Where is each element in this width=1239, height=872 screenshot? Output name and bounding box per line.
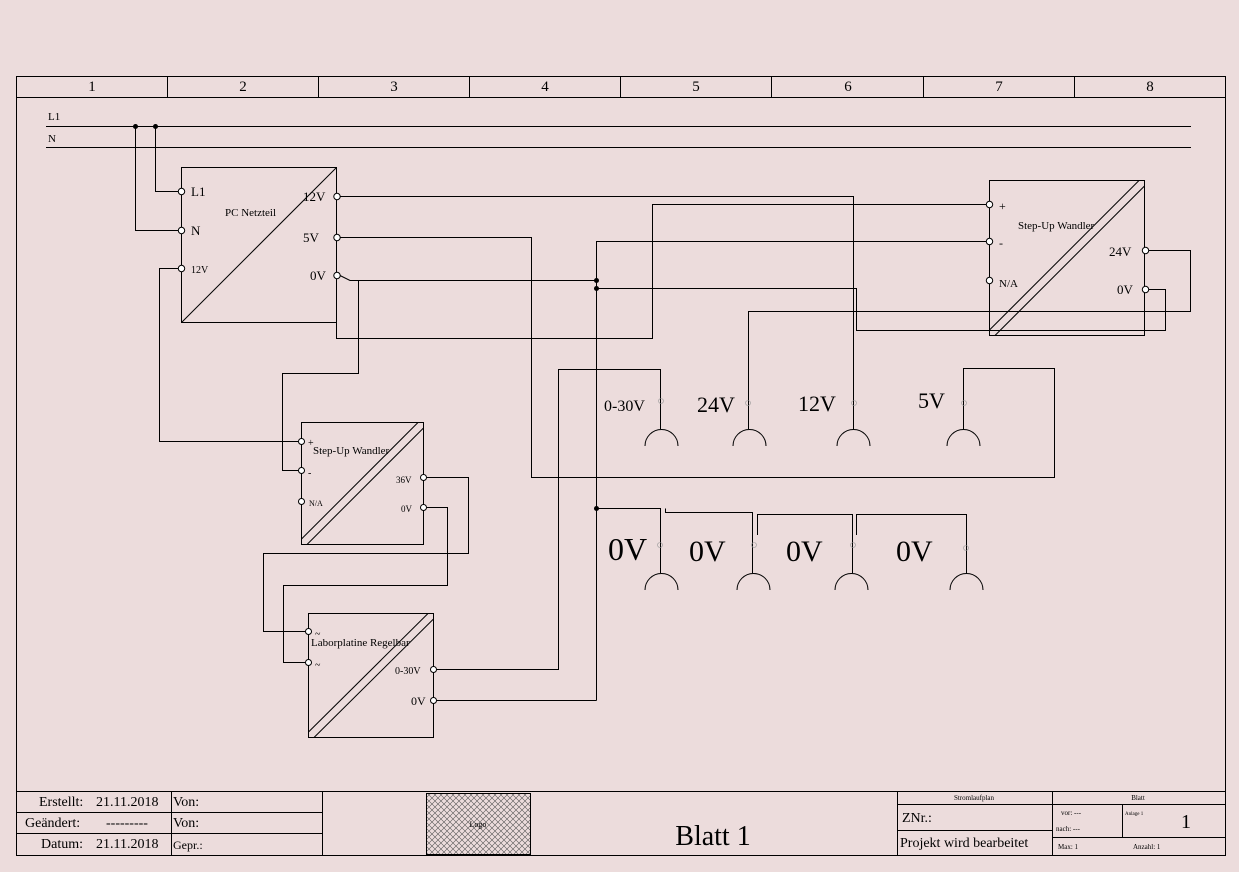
stepup-right-0v: 0V: [1117, 282, 1134, 297]
socket-label-0v: 0V: [896, 535, 933, 568]
znr-label: ZNr.:: [902, 811, 932, 826]
column-number: 1: [88, 79, 96, 95]
socket-label-12v: 12V: [798, 391, 836, 416]
stepup-left-title: Step-Up Wandler: [313, 445, 390, 457]
datum-label: Datum:: [41, 837, 83, 852]
psu-in-12v: 12V: [191, 265, 209, 276]
socket-symbol: [644, 429, 679, 447]
logo-text: Logo: [470, 820, 487, 829]
geaendert-label: Geändert:: [25, 816, 80, 831]
geaendert-value: ---------: [106, 816, 148, 831]
labor-in2: ~: [315, 660, 321, 671]
junction-dot: [133, 124, 138, 129]
labor-out-0v: 0V: [411, 694, 426, 708]
logo-box: [426, 793, 531, 855]
stepup-converter-right: Step-Up Wandler + - N/A 24V 0V: [985, 180, 1150, 336]
von-label-1: Von:: [173, 795, 199, 810]
socket-label-24v: 24V: [697, 392, 735, 417]
stepup-right-minus: -: [999, 236, 1003, 250]
junction-dot: [594, 278, 599, 283]
stepup-left-na: N/A: [309, 499, 323, 508]
socket-label-0v: 0V: [786, 535, 823, 568]
project-status: Projekt wird bearbeitet: [900, 836, 1028, 851]
erstellt-date: 21.11.2018: [96, 795, 158, 810]
psu-out-0v: 0V: [310, 268, 327, 283]
rail-n-label: N: [48, 133, 56, 145]
junction-dot: [594, 506, 599, 511]
supply-rails: L1 N: [46, 111, 1191, 148]
labor-title: Laborplatine Regelbar: [311, 637, 410, 649]
stepup-left-minus: -: [308, 468, 311, 479]
socket-label-0v: 0V: [689, 535, 726, 568]
stepup-right-na: N/A: [999, 278, 1018, 290]
socket-symbol: [949, 573, 984, 591]
junction-dot: [153, 124, 158, 129]
socket-row-bottom: 0V 0V 0V 0V: [608, 531, 984, 591]
gepr-label: Gepr.:: [173, 838, 203, 852]
psu-out-12v: 12V: [303, 189, 326, 204]
stepup-converter-left: Step-Up Wandler + - N/A 36V 0V: [298, 422, 427, 545]
blatt-label: Blatt: [1131, 794, 1145, 802]
socket-symbol: [736, 573, 771, 591]
sheet-number: 1: [1181, 811, 1191, 833]
socket-symbol: [644, 573, 679, 591]
socket-symbol: [836, 429, 871, 447]
labor-in1: ~: [315, 629, 321, 640]
column-number: 2: [239, 79, 247, 95]
labor-board: Laborplatine Regelbar ~ ~ 0-30V 0V: [305, 613, 437, 738]
column-number: 4: [541, 79, 549, 95]
psu-title: PC Netzteil: [225, 207, 276, 219]
psu-in-l1: L1: [191, 184, 205, 199]
socket-label-0-30v: 0-30V: [604, 398, 645, 415]
socket-symbol: [946, 429, 981, 447]
socket-label-0v: 0V: [608, 531, 647, 567]
socket-row-top: 0-30V 24V 12V 5V: [604, 388, 981, 447]
title-block: Logo Erstellt: 21.11.2018 Geändert: ----…: [16, 791, 1226, 856]
stepup-right-24v: 24V: [1109, 244, 1132, 259]
labor-out-var: 0-30V: [395, 666, 421, 677]
psu-in-n: N: [191, 223, 201, 238]
wiring: [135, 126, 1191, 701]
column-number: 5: [692, 79, 700, 95]
stepup-left-plus: +: [308, 438, 314, 449]
column-ruler: 1 2 3 4 5 6 7 8: [88, 79, 1154, 95]
junctions: [133, 124, 599, 511]
sheet-title: Blatt 1: [675, 821, 750, 852]
stepup-left-0v: 0V: [401, 504, 413, 514]
datum-date: 21.11.2018: [96, 837, 158, 852]
column-number: 6: [844, 79, 852, 95]
socket-symbol: [834, 573, 869, 591]
rail-l1-label: L1: [48, 111, 60, 123]
column-number: 3: [390, 79, 398, 95]
anlage-label: Anlage 1: [1125, 812, 1144, 817]
stepup-right-title: Step-Up Wandler: [1018, 220, 1095, 232]
psu-out-5v: 5V: [303, 230, 320, 245]
anzahl-label: Anzahl: 1: [1133, 843, 1161, 851]
socket-symbol: [732, 429, 767, 447]
nach-label: nach: ---: [1056, 825, 1081, 833]
socket-label-5v: 5V: [918, 388, 945, 413]
von-label-2: Von:: [173, 816, 199, 831]
pc-psu-block: PC Netzteil L1 N 12V 12V 5V 0V: [177, 167, 341, 323]
column-number: 8: [1146, 79, 1154, 95]
stepup-left-36v: 36V: [396, 475, 412, 485]
vor-label: vor: ---: [1061, 809, 1082, 817]
max-label: Max: 1: [1058, 843, 1079, 851]
stepup-right-plus: +: [999, 199, 1006, 213]
stromlaufplan-label: Stromlaufplan: [954, 794, 995, 802]
column-number: 7: [995, 79, 1003, 95]
junction-dot: [594, 286, 599, 291]
erstellt-label: Erstellt:: [39, 795, 83, 810]
